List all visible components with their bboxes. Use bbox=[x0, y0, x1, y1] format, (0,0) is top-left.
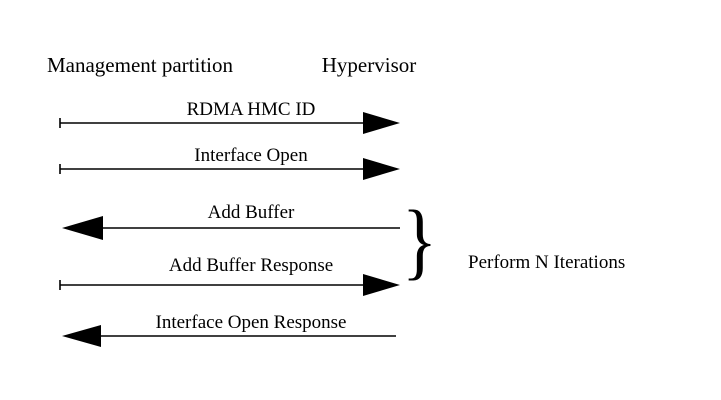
participant-label-management-partition: Management partition bbox=[46, 53, 234, 77]
message-arrow-add-buffer bbox=[62, 216, 400, 240]
annotation-label-perform-n-iterations: Perform N Iterations bbox=[468, 252, 626, 273]
arrowhead-left-icon bbox=[62, 216, 103, 240]
message-arrow-add-buffer-response bbox=[59, 274, 400, 296]
message-label-interface-open: Interface Open bbox=[194, 145, 308, 166]
message-label-rdma-hmc-id: RDMA HMC ID bbox=[186, 99, 316, 120]
arrowhead-left-icon bbox=[62, 325, 101, 347]
participant-label-hypervisor: Hypervisor bbox=[321, 53, 417, 77]
message-arrow-interface-open bbox=[59, 158, 400, 180]
message-label-add-buffer-response: Add Buffer Response bbox=[168, 255, 334, 276]
message-arrow-interface-open-response bbox=[62, 325, 396, 347]
message-label-interface-open-response: Interface Open Response bbox=[155, 312, 347, 333]
grouping-brace-icon: } bbox=[402, 192, 438, 288]
arrowhead-right-icon bbox=[363, 112, 400, 134]
message-arrow-rdma-hmc-id bbox=[59, 112, 400, 134]
message-label-add-buffer: Add Buffer bbox=[207, 202, 295, 223]
arrowhead-right-icon bbox=[363, 274, 400, 296]
arrowhead-right-icon bbox=[363, 158, 400, 180]
